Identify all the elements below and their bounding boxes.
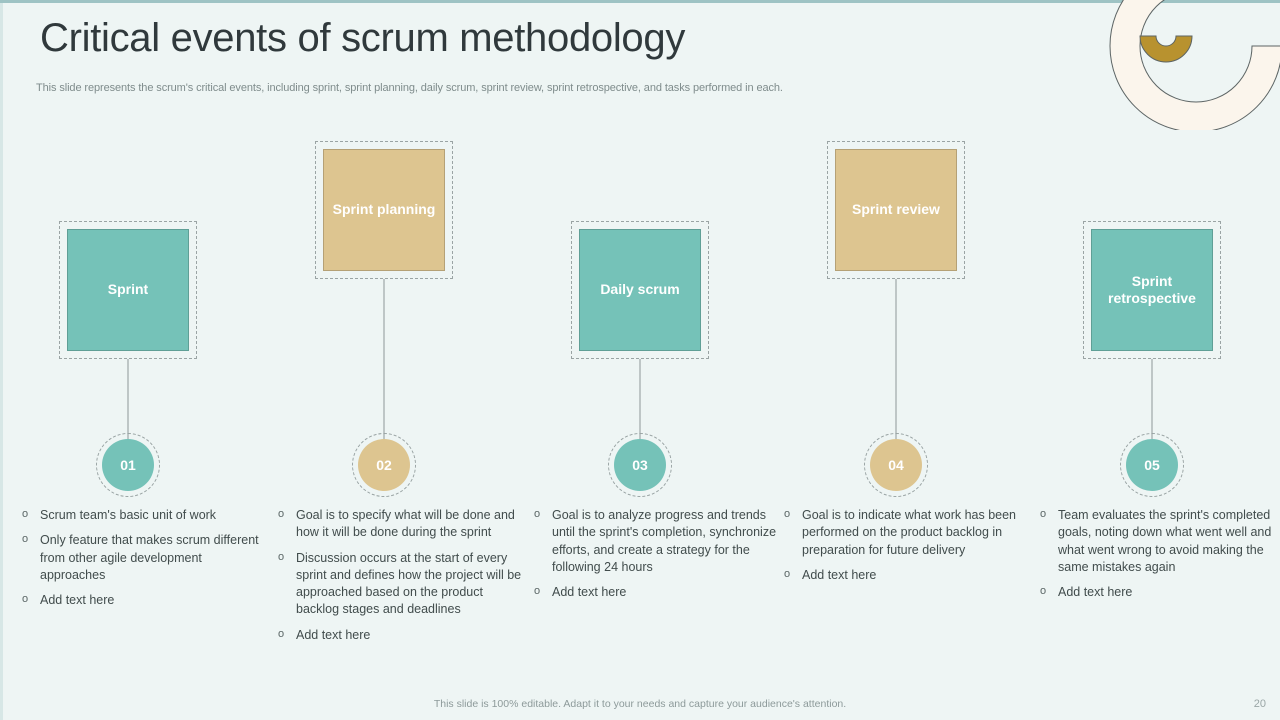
list-item: o Goal is to indicate what work has been… [784,507,1034,559]
stage-number-circle-5[interactable]: 05 [1126,439,1178,491]
bullet-text: Add text here [1058,585,1133,599]
stage-column-4: Sprint review 04 o Goal is to indicate w… [768,0,1024,690]
stage-number-wrapper-4: 04 [864,433,928,497]
stage-number-label-2: 02 [376,457,392,473]
bullet-marker-icon: o [534,508,541,520]
stage-box-2[interactable]: Sprint planning [323,149,445,271]
stage-box-wrapper-1: Sprint [59,221,197,359]
stage-box-label-5: Sprint retrospective [1108,272,1196,307]
stage-number-circle-4[interactable]: 04 [870,439,922,491]
connector-line-2 [383,279,385,439]
stage-box-4[interactable]: Sprint review [835,149,957,271]
stage-box-wrapper-3: Daily scrum [571,221,709,359]
stage-box-label-1: Sprint [107,281,149,298]
stage-number-circle-2[interactable]: 02 [358,439,410,491]
bullet-marker-icon: o [278,627,285,640]
bullet-text: Goal is to analyze progress and trends u… [552,508,777,574]
bullet-marker-icon: o [22,508,29,520]
bullet-list-5: o Team evaluates the sprint's completed … [1040,507,1280,609]
page-number: 20 [1253,698,1266,710]
stage-number-label-5: 05 [1144,457,1160,473]
list-item: o Goal is to analyze progress and trends… [534,507,778,576]
bullet-text: Only feature that makes scrum different … [40,533,259,582]
connector-line-3 [639,359,641,439]
list-item: o Add text here [1040,584,1280,601]
stage-box-wrapper-4: Sprint review [827,141,965,279]
page-title: Critical events of scrum methodology [40,16,686,60]
list-item: o Scrum team's basic unit of work [22,507,266,524]
footer-note: This slide is 100% editable. Adapt it to… [433,698,847,710]
bullet-text: Team evaluates the sprint's completed go… [1058,508,1272,574]
stage-number-circle-3[interactable]: 03 [614,439,666,491]
bullet-marker-icon: o [278,550,285,563]
bullet-marker-icon: o [784,567,791,580]
stage-number-wrapper-3: 03 [608,433,672,497]
stage-number-wrapper-1: 01 [96,433,160,497]
connector-line-4 [895,279,897,439]
stage-number-label-3: 03 [632,457,648,473]
bullet-marker-icon: o [22,593,29,605]
stage-number-label-4: 04 [888,457,904,473]
stage-box-label-2: Sprint planning [332,201,436,218]
connector-line-5 [1151,359,1153,439]
bullet-text: Goal is to specify what will be done and… [296,508,515,540]
stage-number-label-1: 01 [120,457,136,473]
top-rule-divider [0,0,1280,3]
bullet-marker-icon: o [22,533,29,546]
bullet-text: Add text here [296,627,371,642]
stage-column-5: Sprint retrospective 05 o Team evaluates… [1024,0,1280,690]
bullet-list-4: o Goal is to indicate what work has been… [784,507,1034,592]
page-subtitle: This slide represents the scrum's critic… [36,82,783,94]
stage-column-2: Sprint planning 02 o Goal is to specify … [256,0,521,690]
stage-box-5[interactable]: Sprint retrospective [1091,229,1213,351]
bullet-text: Add text here [802,567,877,582]
bullet-list-3: o Goal is to analyze progress and trends… [534,507,778,609]
list-item: o Add text here [278,627,522,644]
list-item: o Team evaluates the sprint's completed … [1040,507,1280,576]
list-item: o Only feature that makes scrum differen… [22,532,266,584]
bullet-marker-icon: o [1040,585,1047,597]
bullet-marker-icon: o [534,585,541,597]
stage-column-3: Daily scrum 03 o Goal is to analyze prog… [512,0,776,690]
stage-number-wrapper-2: 02 [352,433,416,497]
list-item: o Goal is to specify what will be done a… [278,507,522,542]
stage-box-1[interactable]: Sprint [67,229,189,351]
bullet-marker-icon: o [278,508,285,520]
bullet-list-2: o Goal is to specify what will be done a… [278,507,522,652]
bullet-list-1: o Scrum team's basic unit of work o Only… [22,507,266,617]
list-item: o Add text here [22,592,266,609]
bullet-marker-icon: o [784,508,791,520]
list-item: o Discussion occurs at the start of ever… [278,550,522,619]
list-item: o Add text here [534,584,778,601]
bullet-text: Add text here [552,585,627,599]
stage-box-3[interactable]: Daily scrum [579,229,701,351]
bullet-text: Scrum team's basic unit of work [40,508,217,522]
stage-box-label-3: Daily scrum [600,281,680,298]
stage-box-label-4: Sprint review [852,201,940,218]
stage-number-wrapper-5: 05 [1120,433,1184,497]
bullet-marker-icon: o [1040,508,1047,520]
bullet-text: Discussion occurs at the start of every … [296,550,522,617]
stage-number-circle-1[interactable]: 01 [102,439,154,491]
list-item: o Add text here [784,567,1034,584]
stage-box-wrapper-2: Sprint planning [315,141,453,279]
left-edge-divider [0,3,3,720]
stage-column-1: Sprint 01 o Scrum team's basic unit of w… [0,0,259,690]
bullet-text: Goal is to indicate what work has been p… [802,508,1017,557]
stage-box-wrapper-5: Sprint retrospective [1083,221,1221,359]
connector-line-1 [127,359,129,439]
bullet-text: Add text here [40,593,115,607]
